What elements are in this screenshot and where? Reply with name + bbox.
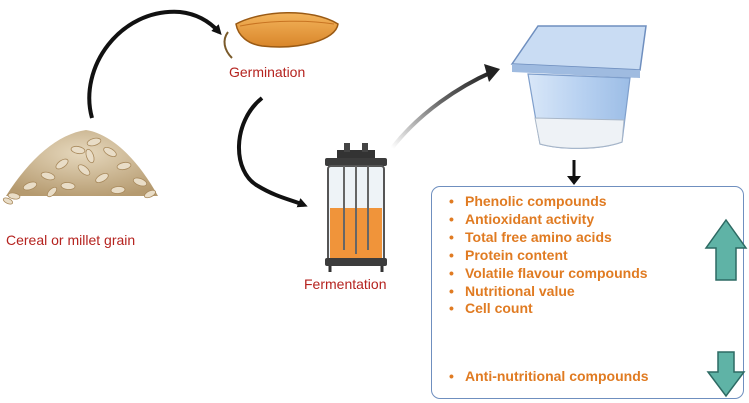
grain-label: Cereal or millet grain: [6, 232, 136, 248]
germination-label: Germination: [229, 64, 306, 80]
list-item: Total free amino acids: [449, 229, 648, 247]
yogurt-cup-icon: [510, 25, 647, 149]
arrow-grain-to-germination: [87, 9, 222, 119]
list-item: Volatile flavour compounds: [449, 265, 648, 283]
fermentation-label: Fermentation: [304, 276, 387, 292]
arrow-germination-to-fermentation: [237, 96, 308, 208]
list-item: Phenolic compounds: [449, 193, 648, 211]
increased-list: Phenolic compounds Antioxidant activity …: [449, 193, 648, 318]
germinating-seed-icon: [223, 12, 339, 59]
list-item: Protein content: [449, 247, 648, 265]
grain-pile-icon: [2, 130, 158, 205]
list-item: Anti-nutritional compounds: [449, 368, 649, 386]
list-item: Cell count: [449, 300, 648, 318]
list-item: Nutritional value: [449, 283, 648, 301]
list-item: Antioxidant activity: [449, 211, 648, 229]
arrow-fermentation-to-product: [390, 70, 493, 150]
decreased-list: Anti-nutritional compounds: [449, 368, 649, 386]
bioreactor-icon: [325, 143, 387, 272]
